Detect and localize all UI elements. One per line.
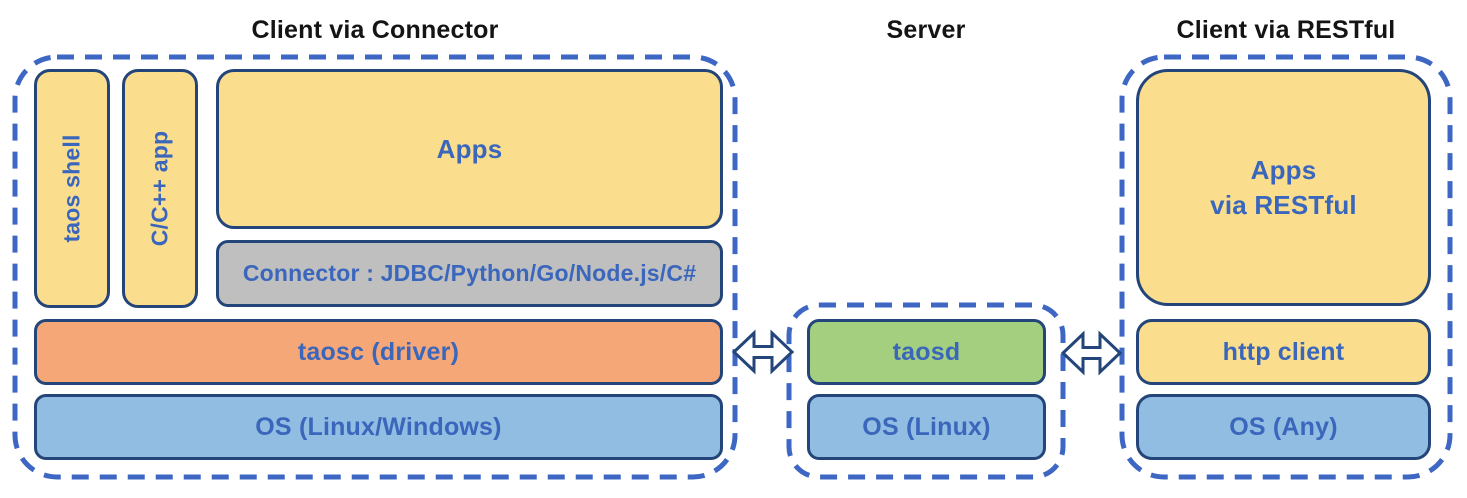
cpp-app-label: C/C++ app [146, 130, 173, 247]
apps-via-restful-label: Apps via RESTful [1210, 153, 1357, 223]
section-title-server: Server [886, 16, 966, 44]
restful-client-dashed-border [1119, 54, 1453, 480]
os-any-box: OS (Any) [1136, 394, 1431, 460]
taosc-driver-label: taosc (driver) [297, 337, 460, 366]
server-dashed-border [786, 302, 1066, 480]
taosd-label: taosd [892, 337, 961, 366]
apps-box: Apps [216, 69, 723, 229]
os-linux-windows-box: OS (Linux/Windows) [34, 394, 723, 460]
connector-label: Connector : JDBC/Python/Go/Node.js/C# [242, 260, 697, 286]
bidirectional-arrow-icon [1060, 330, 1123, 376]
http-client-label: http client [1222, 337, 1345, 366]
os-linux-label: OS (Linux) [862, 412, 991, 441]
connector-box: Connector : JDBC/Python/Go/Node.js/C# [216, 240, 723, 307]
http-client-box: http client [1136, 319, 1431, 385]
bidirectional-arrow-icon [731, 329, 795, 375]
connector-client-dashed-border [12, 54, 738, 480]
section-title-restful-client: Client via RESTful [1176, 16, 1396, 44]
taosd-box: taosd [807, 319, 1046, 385]
taos-shell-box: taos shell [34, 69, 110, 308]
apps-label: Apps [436, 133, 503, 164]
taosc-driver-box: taosc (driver) [34, 319, 723, 385]
taos-shell-label: taos shell [58, 134, 85, 243]
os-any-label: OS (Any) [1229, 412, 1338, 441]
os-linux-box: OS (Linux) [807, 394, 1046, 460]
section-title-connector-client: Client via Connector [251, 16, 499, 44]
apps-via-restful-line1: Apps [1250, 154, 1317, 185]
os-linux-windows-label: OS (Linux/Windows) [255, 412, 502, 441]
apps-via-restful-line2: via RESTful [1210, 189, 1357, 220]
cpp-app-box: C/C++ app [122, 69, 198, 308]
apps-via-restful-box: Apps via RESTful [1136, 69, 1431, 306]
